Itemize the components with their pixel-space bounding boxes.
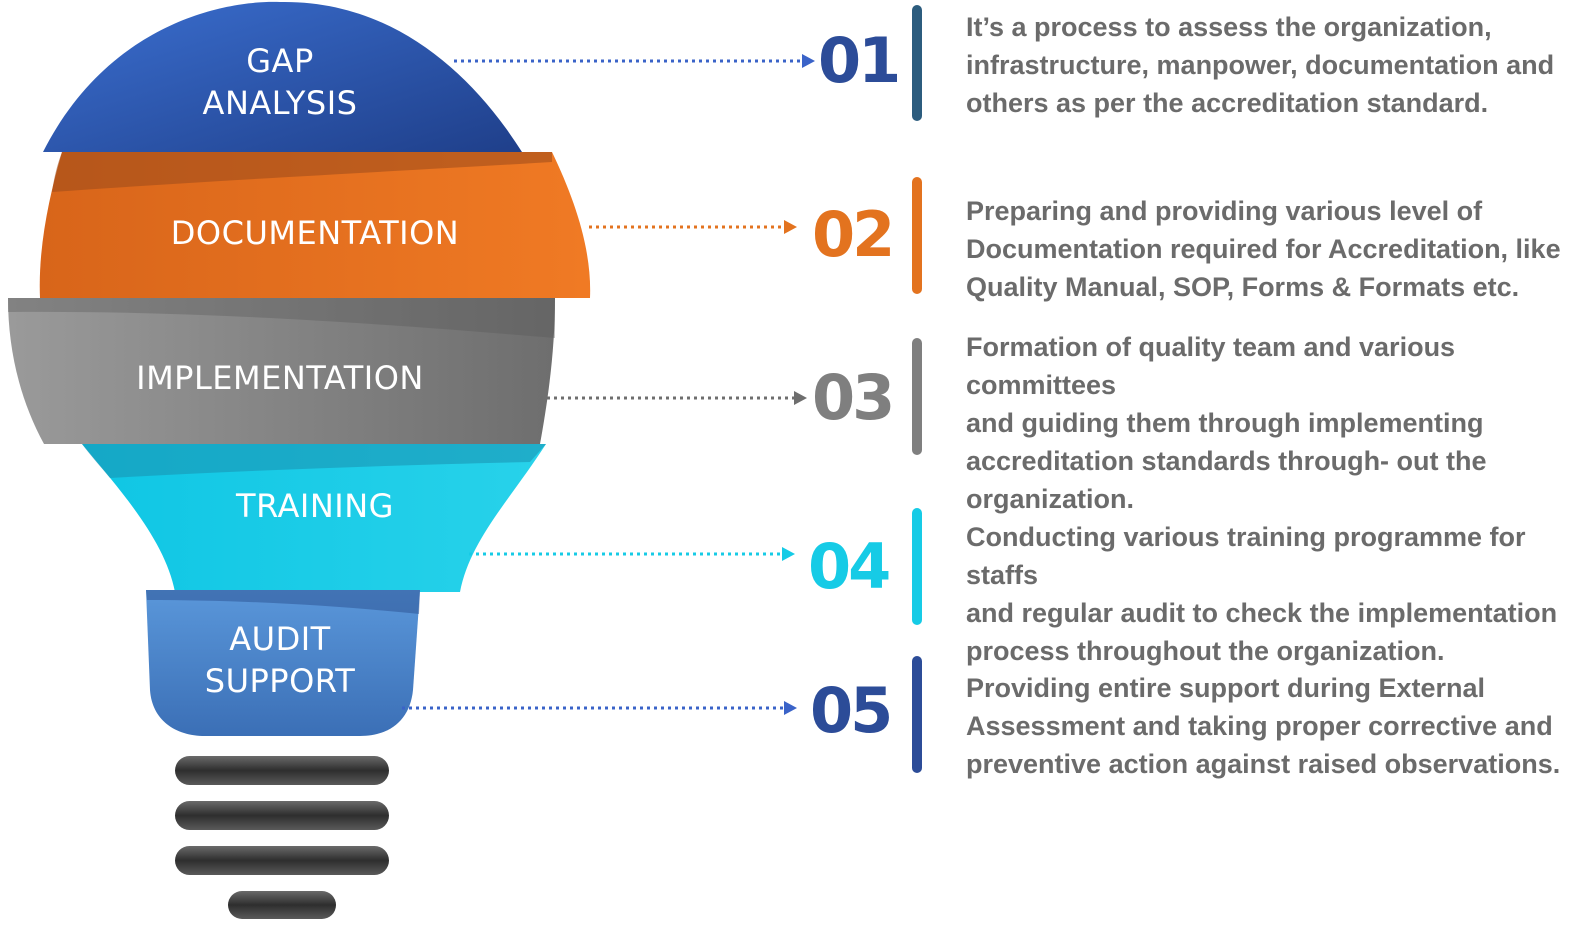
bulb-ring-3 [175, 846, 389, 875]
segment-documentation [39, 152, 591, 298]
segment-audit-support-shade [146, 590, 420, 614]
accent-bar-05 [912, 656, 922, 773]
arrow-04-icon [782, 547, 795, 561]
description-04: Conducting various training programme fo… [966, 522, 1558, 666]
accent-bar-02 [912, 177, 922, 294]
segment-implementation-shade [8, 298, 555, 338]
label-gap-analysis: GAP ANALYSIS [202, 42, 358, 122]
step-number-04: 04 [808, 530, 891, 603]
label-documentation: DOCUMENTATION [170, 214, 460, 252]
description-05: Providing entire support during External… [966, 673, 1561, 779]
arrow-01-icon [802, 54, 815, 68]
arrow-03-icon [794, 391, 807, 405]
label-audit-support: AUDIT SUPPORT [204, 620, 356, 700]
segment-documentation-shade [52, 152, 552, 192]
segment-audit-support [146, 590, 420, 736]
segment-training [82, 444, 546, 592]
step-number-02: 02 [812, 198, 895, 271]
label-training: TRAINING [236, 487, 394, 525]
label-implementation: IMPLEMENTATION [136, 359, 424, 397]
bulb-ring-2 [175, 801, 389, 830]
step-number-05: 05 [810, 674, 893, 747]
arrow-05-icon [784, 701, 797, 715]
segment-gap-analysis [43, 1, 522, 152]
bulb-ring-1 [175, 756, 389, 785]
accent-bar-01 [912, 5, 922, 121]
segment-training-shade [82, 444, 546, 478]
description-03: Formation of quality team and various co… [966, 332, 1487, 514]
bulb-tip [228, 891, 336, 919]
step-number-01: 01 [818, 24, 901, 97]
description-01: It’s a process to assess the organizatio… [966, 12, 1555, 118]
step-number-03: 03 [812, 361, 895, 434]
description-02: Preparing and providing various level of… [966, 196, 1561, 302]
segment-implementation [8, 298, 555, 444]
arrow-02-icon [784, 220, 797, 234]
accent-bar-03 [912, 338, 922, 455]
accent-bar-04 [912, 508, 922, 625]
